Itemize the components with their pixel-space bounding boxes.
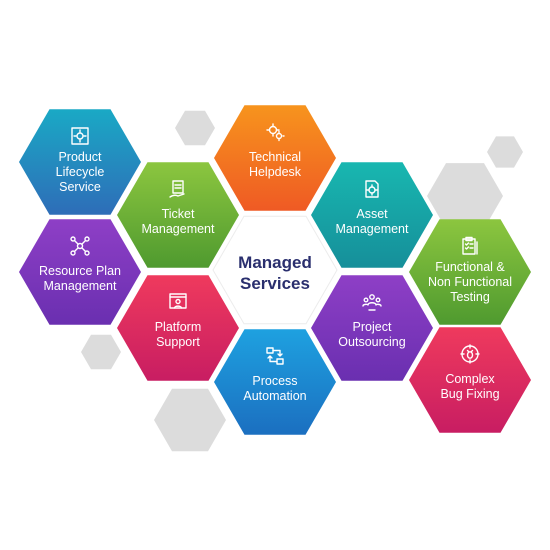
service-project-outsourcing (311, 275, 433, 381)
service-product-lifecycle-service (19, 109, 141, 215)
gears-icon (266, 123, 285, 142)
settings-doc-icon (71, 127, 89, 145)
browser-person-icon (169, 293, 187, 309)
service-hexagon (117, 162, 239, 268)
center-hexagon (212, 215, 338, 325)
decor-hexagon (81, 334, 121, 370)
ticket-hand-icon (169, 180, 185, 198)
center-title: Managed Services (238, 253, 312, 293)
service-technical-helpdesk (214, 105, 336, 211)
gear-doc-icon (365, 180, 379, 198)
decor-hexagon (154, 388, 226, 452)
network-nodes-icon (70, 236, 90, 256)
service-hexagon (409, 327, 531, 433)
service-hexagon (409, 219, 531, 325)
service-platform-support (117, 275, 239, 381)
service-ticket-management (117, 162, 239, 268)
flow-arrows-icon (266, 347, 284, 365)
service-functional-non-functional-testing (409, 219, 531, 325)
decor-hexagon (427, 163, 503, 229)
service-hexagon (19, 109, 141, 215)
decor-hexagon (487, 136, 523, 168)
service-resource-plan-management (19, 219, 141, 325)
service-hexagon (214, 105, 336, 211)
service-hexagon (117, 275, 239, 381)
service-hexagon (214, 329, 336, 435)
service-hexagon (311, 275, 433, 381)
bug-target-icon (460, 344, 480, 364)
service-asset-management (311, 162, 433, 268)
service-complex-bug-fixing (409, 327, 531, 433)
clipboard-checklist-icon (462, 236, 478, 255)
decor-hexagon (175, 110, 215, 146)
team-icon (362, 294, 382, 311)
service-hexagon (311, 162, 433, 268)
service-process-automation (214, 329, 336, 435)
service-hexagon (19, 219, 141, 325)
